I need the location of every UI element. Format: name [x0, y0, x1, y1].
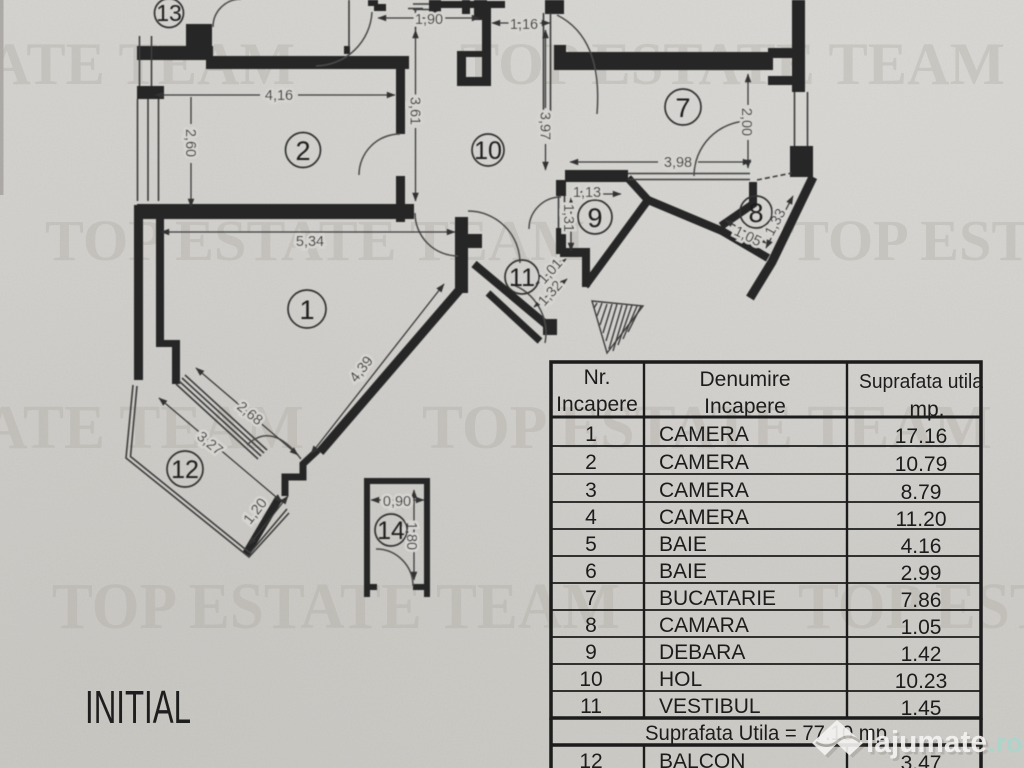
svg-text:3,61: 3,61	[407, 97, 423, 125]
svg-text:0,90: 0,90	[383, 494, 411, 510]
svg-text:8.79: 8.79	[901, 481, 942, 504]
svg-text:TOP ESTATE TEAM: TOP ESTATE TEAM	[52, 570, 620, 643]
svg-text:TOP ESTATE TEAM: TOP ESTATE TEAM	[790, 208, 1024, 273]
svg-text:7: 7	[585, 587, 597, 610]
svg-text:.ro: .ro	[988, 728, 1023, 758]
svg-text:13: 13	[156, 0, 182, 26]
svg-text:VESTIBUL: VESTIBUL	[659, 695, 761, 718]
svg-text:4: 4	[585, 506, 597, 529]
svg-text:2.99: 2.99	[901, 562, 942, 585]
svg-text:17.16: 17.16	[895, 425, 948, 448]
svg-text:7.86: 7.86	[901, 589, 942, 612]
svg-text:1.05: 1.05	[901, 616, 942, 639]
svg-text:CAMERA: CAMERA	[659, 506, 749, 529]
svg-text:8: 8	[748, 198, 763, 228]
svg-text:1: 1	[299, 295, 314, 325]
svg-text:Incapere: Incapere	[704, 395, 786, 418]
svg-text:3: 3	[585, 479, 597, 502]
svg-text:BUCATARIE: BUCATARIE	[659, 587, 776, 610]
svg-text:3.47: 3.47	[901, 752, 942, 768]
svg-text:12: 12	[171, 456, 199, 484]
svg-text:11: 11	[509, 264, 535, 292]
svg-text:HOL: HOL	[659, 668, 702, 691]
svg-text:CAMARA: CAMARA	[659, 614, 749, 637]
svg-text:2: 2	[585, 451, 597, 474]
svg-text:1,31: 1,31	[560, 204, 576, 232]
svg-text:BAIE: BAIE	[659, 533, 707, 556]
svg-text:CAMERA: CAMERA	[659, 479, 749, 502]
svg-text:14: 14	[377, 517, 405, 545]
svg-text:mp.: mp.	[909, 398, 944, 421]
svg-text:10.79: 10.79	[895, 453, 948, 476]
svg-text:12: 12	[579, 750, 602, 768]
svg-text:6: 6	[585, 560, 597, 583]
svg-text:5: 5	[585, 533, 597, 556]
svg-text:TOP ESTATE TEAM: TOP ESTATE TEAM	[422, 394, 992, 462]
svg-text:Incapere: Incapere	[556, 393, 638, 416]
svg-text:11.20: 11.20	[896, 508, 947, 531]
svg-text:lajumate: lajumate	[869, 728, 990, 762]
svg-text:1.42: 1.42	[901, 643, 942, 666]
svg-text:7: 7	[675, 93, 690, 123]
svg-text:4,16: 4,16	[265, 88, 293, 104]
svg-text:INITIAL: INITIAL	[85, 681, 191, 733]
svg-text:10: 10	[474, 137, 502, 165]
svg-text:10.23: 10.23	[895, 670, 948, 693]
svg-text:BAIE: BAIE	[659, 560, 707, 583]
svg-text:CAMERA: CAMERA	[659, 423, 749, 446]
svg-text:1,13: 1,13	[573, 185, 601, 201]
svg-text:Denumire: Denumire	[699, 368, 790, 391]
svg-text:1,90: 1,90	[415, 12, 443, 28]
svg-text:TOP ESTATE TEAM: TOP ESTATE TEAM	[0, 394, 304, 462]
svg-text:DEBARA: DEBARA	[659, 641, 745, 664]
svg-text:1.45: 1.45	[901, 697, 942, 720]
svg-text:1: 1	[585, 423, 597, 446]
svg-text:11: 11	[580, 695, 602, 718]
svg-text:CAMERA: CAMERA	[659, 451, 749, 474]
svg-text:3,98: 3,98	[664, 155, 692, 171]
svg-text:3,97: 3,97	[537, 112, 553, 140]
svg-text:8: 8	[585, 614, 597, 637]
svg-text:Nr.: Nr.	[584, 366, 611, 389]
svg-text:2,60: 2,60	[182, 129, 198, 157]
svg-text:2: 2	[295, 136, 310, 166]
svg-text:BALCON: BALCON	[659, 750, 745, 768]
svg-text:5,34: 5,34	[296, 234, 324, 250]
svg-text:2,00: 2,00	[738, 108, 754, 136]
svg-text:lajumate: lajumate	[866, 725, 987, 759]
svg-text:9: 9	[585, 641, 597, 664]
svg-text:9: 9	[587, 203, 602, 233]
svg-text:1,16: 1,16	[510, 17, 538, 33]
svg-text:Suprafata utila: Suprafata utila	[859, 371, 984, 393]
svg-text:4.16: 4.16	[901, 535, 942, 558]
svg-text:10: 10	[579, 668, 602, 691]
